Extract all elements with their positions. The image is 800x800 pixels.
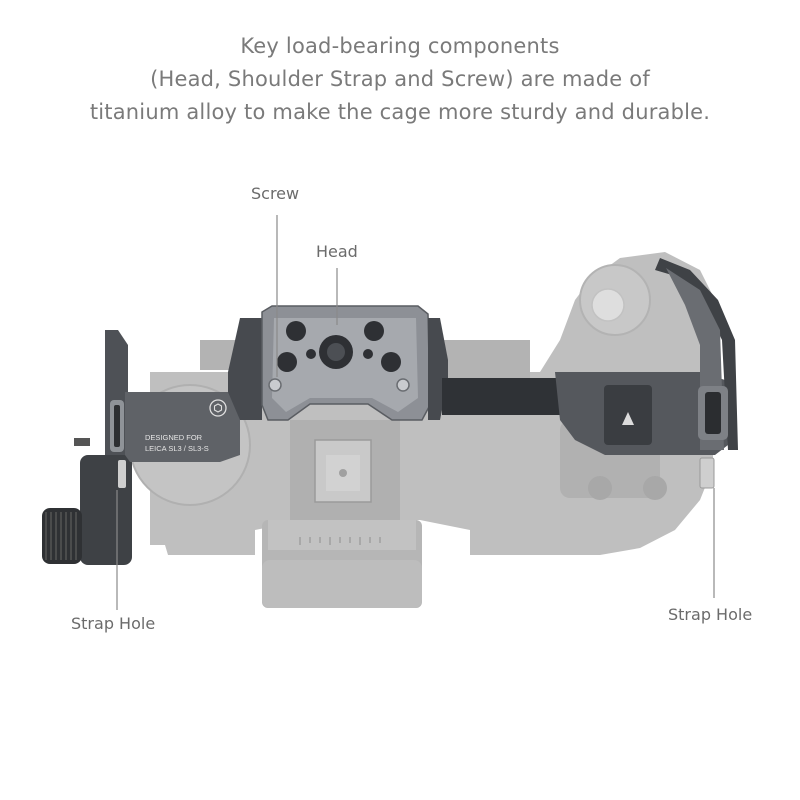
headline: Key load-bearing components (Head, Shoul…	[0, 30, 800, 129]
callout-lines	[116, 215, 715, 610]
head-mounting-holes	[277, 321, 401, 372]
screw-left	[268, 378, 282, 392]
knurled-knob	[42, 508, 82, 564]
headline-line-3: titanium alloy to make the cage more stu…	[89, 100, 711, 124]
strap-hole-right-label: Strap Hole	[668, 605, 753, 624]
strap-hole-left-label: Strap Hole	[71, 614, 156, 633]
cage: DESIGNED FOR LEICA SL3 / SL3-S	[42, 258, 738, 565]
engraving-line-1: DESIGNED FOR	[145, 433, 203, 442]
head-label: Head	[316, 242, 358, 261]
arrow-marker-icon	[622, 412, 634, 425]
headline-line-1: Key load-bearing components	[240, 34, 560, 58]
screw-right	[396, 378, 410, 392]
engraving-line-2: LEICA SL3 / SL3-S	[145, 444, 209, 453]
brand-logo-icon	[209, 399, 227, 417]
screw-label: Screw	[251, 184, 300, 203]
headline-line-2: (Head, Shoulder Strap and Screw) are mad…	[150, 67, 650, 91]
